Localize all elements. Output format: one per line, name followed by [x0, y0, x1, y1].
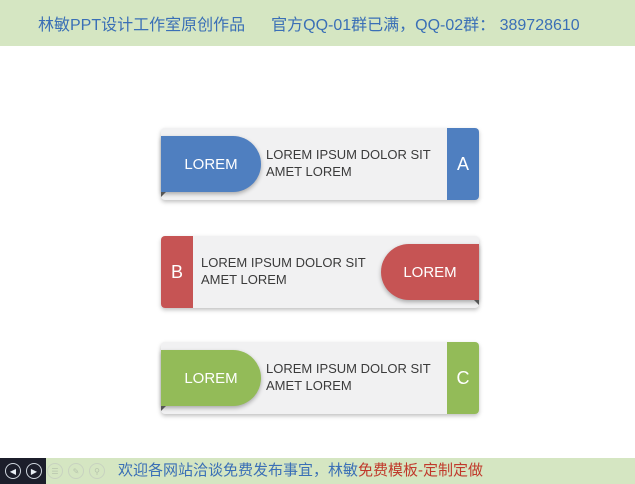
card-a-description: LOREM IPSUM DOLOR SIT AMET LOREM: [266, 146, 436, 180]
card-b-tab-letter: B: [170, 261, 183, 282]
slideshow-controls: ◀ ▶ ☰ ✎ ⚲: [0, 458, 118, 484]
prev-icon[interactable]: ◀: [5, 463, 21, 479]
footer-text-highlight: 免费模板-定制定做: [358, 462, 484, 479]
card-c-fold: [161, 406, 166, 411]
card-b: B LOREM IPSUM DOLOR SIT AMET LOREM LOREM: [161, 236, 479, 308]
card-a-desc-line1: LOREM IPSUM DOLOR SIT: [266, 147, 431, 162]
card-b-description: LOREM IPSUM DOLOR SIT AMET LOREM: [201, 254, 371, 288]
card-c: LOREM LOREM IPSUM DOLOR SIT AMET LOREM C: [161, 342, 479, 414]
card-b-pill: LOREM: [381, 244, 479, 300]
card-c-desc-line2: AMET LOREM: [266, 378, 352, 393]
card-b-fold: [474, 300, 479, 305]
card-a-tab-letter: A: [456, 153, 469, 174]
card-b-tab: B: [161, 236, 193, 308]
card-c-tab-letter: C: [456, 367, 470, 388]
card-a-tab: A: [447, 128, 479, 200]
card-a-pill: LOREM: [161, 136, 261, 192]
card-c-desc-line1: LOREM IPSUM DOLOR SIT: [266, 361, 431, 376]
card-a-pill-label: LOREM: [184, 155, 238, 173]
card-a-fold: [161, 192, 166, 197]
card-b-desc-line1: LOREM IPSUM DOLOR SIT: [201, 255, 366, 270]
card-c-pill-label: LOREM: [184, 369, 238, 387]
pen-icon[interactable]: ✎: [68, 463, 84, 479]
header-title: 林敏PPT设计工作室原创作品: [38, 17, 246, 34]
menu-icon[interactable]: ☰: [47, 463, 63, 479]
footer-bar: 欢迎各网站洽谈免费发布事宜，林敏免费模板-定制定做: [0, 458, 635, 484]
card-a-desc-line2: AMET LOREM: [266, 164, 352, 179]
footer-text-prefix: 欢迎各网站洽谈免费发布事宜，林敏: [118, 462, 359, 479]
card-a: LOREM LOREM IPSUM DOLOR SIT AMET LOREM A: [161, 128, 479, 200]
header-qq-info: 官方QQ-01群已满，QQ-02群： 389728610: [271, 17, 580, 34]
footer-text: 欢迎各网站洽谈免费发布事宜，林敏免费模板-定制定做: [118, 458, 483, 484]
next-icon[interactable]: ▶: [26, 463, 42, 479]
zoom-icon[interactable]: ⚲: [89, 463, 105, 479]
card-c-description: LOREM IPSUM DOLOR SIT AMET LOREM: [266, 360, 436, 394]
card-b-pill-label: LOREM: [403, 263, 457, 281]
card-b-desc-line2: AMET LOREM: [201, 272, 287, 287]
card-c-pill: LOREM: [161, 350, 261, 406]
header-bar: 林敏PPT设计工作室原创作品 官方QQ-01群已满，QQ-02群： 389728…: [0, 0, 635, 46]
card-c-tab: C: [447, 342, 479, 414]
